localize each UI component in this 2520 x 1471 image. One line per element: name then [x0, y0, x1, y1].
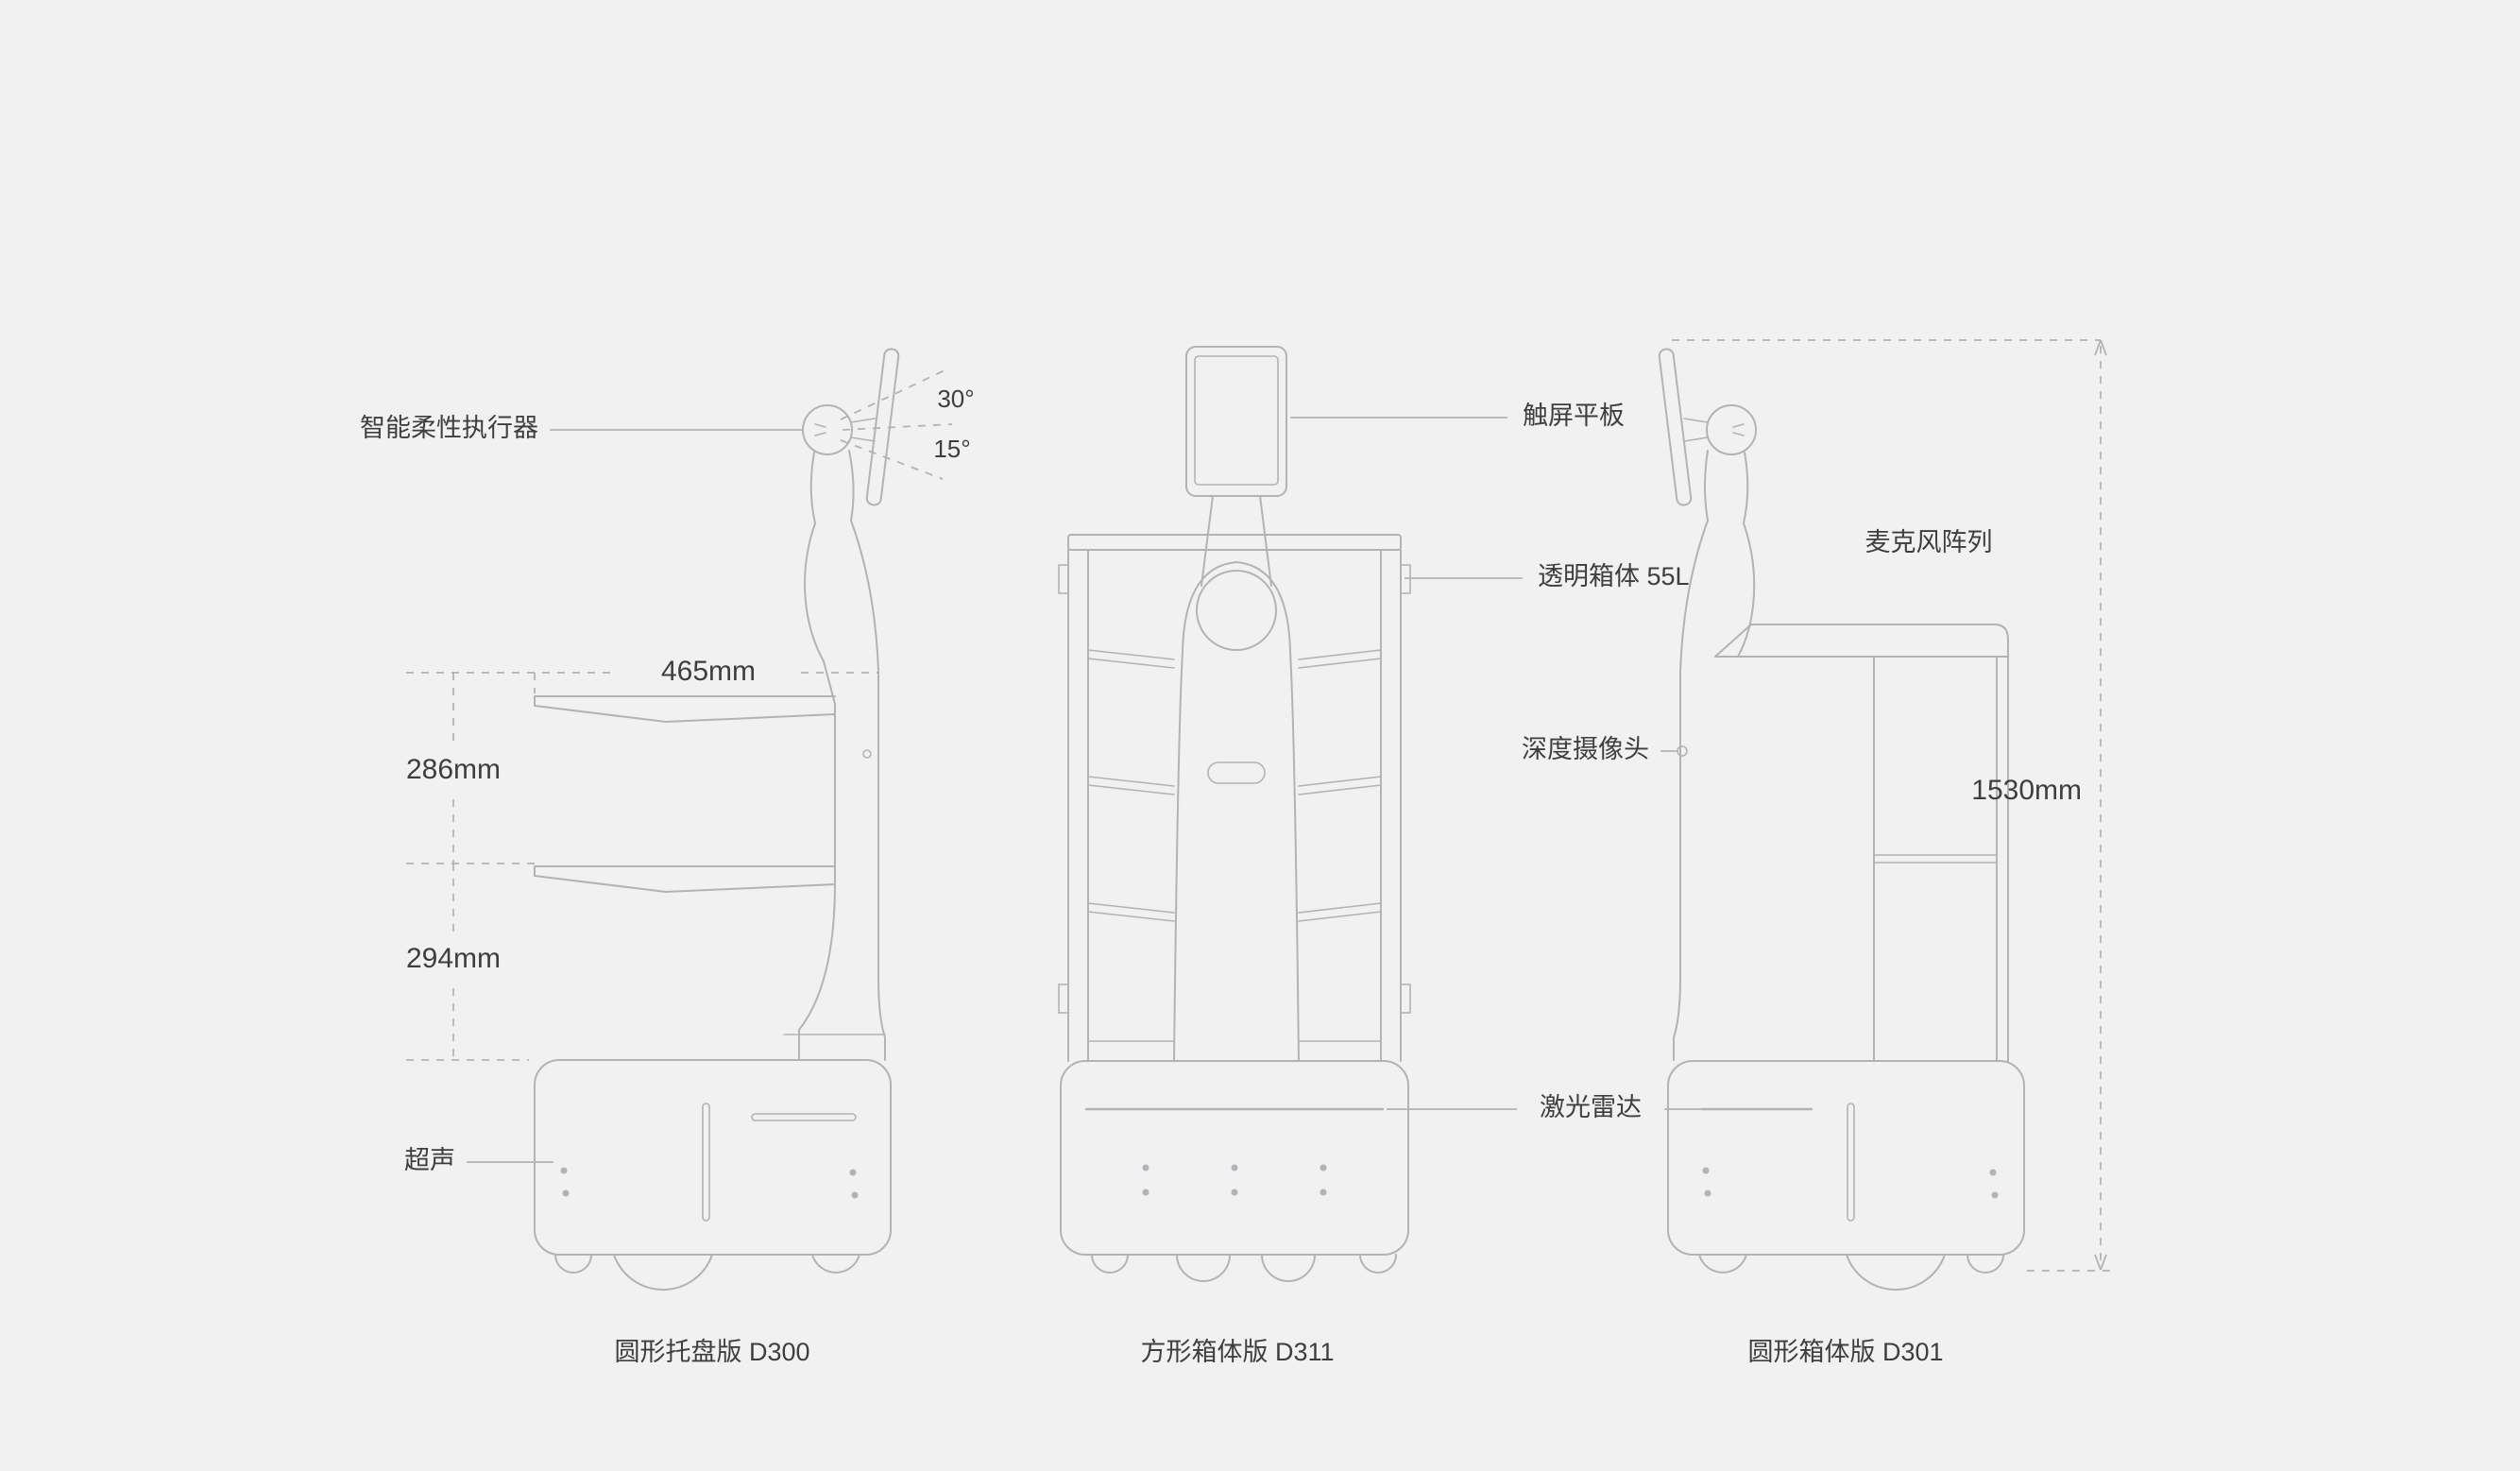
box-top-front-edge-d301	[1714, 624, 2009, 658]
actuator-detail	[814, 423, 826, 436]
wheels-d301	[1698, 1254, 2004, 1291]
mic-array-label: 麦克风阵列	[1865, 528, 1993, 556]
tablet-d311	[1185, 346, 1287, 497]
captions: 圆形托盘版 D300 方形箱体版 D311 圆形箱体版 D301	[614, 1338, 1943, 1366]
robot-d311-drawing	[1058, 346, 1411, 1282]
wheels-d300	[554, 1254, 860, 1291]
sensor-dot	[1231, 1189, 1238, 1196]
depth-camera-icon	[1677, 745, 1688, 757]
column-screw-detail	[862, 749, 872, 759]
sensor-dot	[1231, 1164, 1238, 1172]
tilt-down-angle-text: 15°	[933, 435, 970, 463]
caption-d311: 方形箱体版 D311	[1140, 1338, 1334, 1366]
actuator-joint-d301	[1706, 404, 1757, 455]
ultrasonic-sensor-dot	[562, 1189, 570, 1197]
box-top-rim-d311	[1067, 534, 1402, 551]
shelf-2-d311	[1087, 776, 1382, 795]
transparent-box-label: 透明箱体 55L	[1538, 562, 1690, 590]
base-d311	[1060, 1060, 1409, 1256]
extension-lines	[406, 863, 535, 1061]
sensor-dot	[1702, 1167, 1710, 1174]
sensor-dot	[1320, 1164, 1327, 1172]
total-height-dim-text: 1530mm	[1971, 775, 2082, 806]
tray-lower	[534, 865, 836, 893]
d300-dimensions: 465mm 286mm 294mm 30° 15°	[406, 385, 975, 1061]
sensor-dot	[1142, 1164, 1149, 1172]
tilt-up-angle-text: 30°	[937, 385, 974, 413]
shelf-3-d311	[1087, 902, 1382, 922]
sensor-dot	[1142, 1189, 1149, 1196]
ultrasonic-sensor-dot	[849, 1169, 857, 1176]
d301-callouts: 深度摄像头 麦克风阵列 1530mm	[1522, 339, 2116, 1272]
wall-tab	[1400, 564, 1411, 594]
depth-camera-label: 深度摄像头	[1522, 735, 1649, 763]
body-column-d300	[798, 522, 836, 1061]
tilt-angle-rays	[840, 369, 953, 480]
sensor-dot	[1989, 1169, 1997, 1176]
base-lidar-slot-d300	[751, 1113, 857, 1121]
base-d300	[534, 1059, 892, 1256]
caption-d301: 圆形箱体版 D301	[1747, 1338, 1943, 1366]
box-right-wall-d301	[1996, 656, 2009, 1062]
base-vertical-slot-d300	[702, 1103, 710, 1222]
robot-d301-drawing	[1658, 348, 2025, 1291]
sensor-dot	[1704, 1189, 1711, 1197]
neck-collar-d311	[1196, 570, 1277, 651]
box-top-back-edge-d301	[1750, 624, 2009, 658]
sensor-dot	[1320, 1189, 1327, 1196]
touchscreen-label: 触屏平板	[1523, 402, 1625, 430]
actuator-detail-d301	[1732, 423, 1745, 436]
base-vertical-slot-d301	[1847, 1103, 1855, 1222]
lower-gap-dim-text: 294mm	[406, 943, 501, 974]
upper-gap-dim-text: 286mm	[406, 754, 501, 785]
body-column-d301-outer	[1673, 520, 1709, 1061]
ultrasonic-sensor-dot	[851, 1191, 859, 1199]
height-dim-lines	[1672, 339, 2116, 1272]
robot-d300-drawing	[534, 348, 953, 1291]
lidar-label: 激光雷达	[1540, 1093, 1642, 1121]
base-d301	[1667, 1060, 2025, 1256]
height-dim-arrows	[2094, 339, 2107, 1271]
wheels-d311	[1091, 1254, 1397, 1282]
wall-tab	[1058, 984, 1069, 1014]
shelf-1-d311	[1087, 649, 1382, 669]
d300-callouts: 智能柔性执行器 超声	[360, 414, 802, 1174]
d311-callouts: 触屏平板 透明箱体 55L 激光雷达	[1290, 402, 1702, 1121]
neck-d300	[809, 450, 855, 524]
caption-d300: 圆形托盘版 D300	[614, 1338, 809, 1366]
tablet-edge-d301	[1658, 348, 1693, 506]
box-walls-d311	[1067, 549, 1402, 1062]
wall-tab	[1058, 564, 1069, 594]
ultrasonic-label: 超声	[404, 1146, 455, 1174]
actuator-label: 智能柔性执行器	[360, 414, 538, 442]
box-shelf-d301	[1873, 854, 1998, 864]
neck-d311	[1200, 495, 1272, 587]
body-column-d301-inner	[1737, 522, 1756, 658]
tray-width-dim-text: 465mm	[661, 656, 756, 687]
tray-upper	[534, 695, 836, 723]
neck-d301	[1704, 450, 1749, 524]
handle-d311	[1207, 761, 1266, 784]
body-column-d300-outer	[850, 520, 886, 1061]
sensor-dot	[1991, 1191, 1999, 1199]
wall-tab	[1400, 984, 1411, 1014]
tablet-mount-d301	[1683, 418, 1709, 442]
tablet-mount-d300	[850, 418, 876, 442]
tablet-screen-d311	[1194, 355, 1279, 486]
actuator-joint-icon	[802, 404, 853, 455]
ultrasonic-sensor-dot	[560, 1167, 568, 1174]
center-column-d311	[1173, 561, 1300, 1062]
